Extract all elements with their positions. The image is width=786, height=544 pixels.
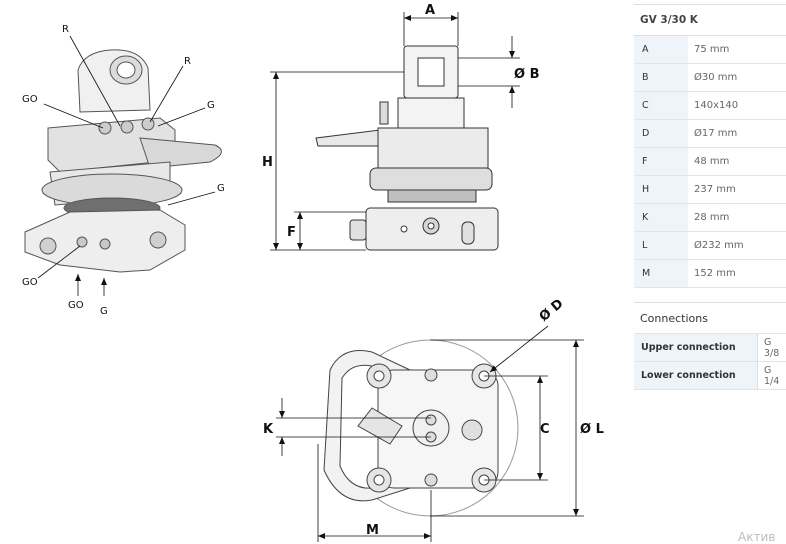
spec-row-value: 75 mm xyxy=(688,35,786,64)
label-g-3: G xyxy=(100,306,108,317)
spec-row-value: Ø17 mm xyxy=(688,119,786,148)
spec-row-value: 28 mm xyxy=(688,203,786,232)
spec-row-key: H xyxy=(634,175,688,204)
label-go-1: GO xyxy=(22,94,38,105)
label-g-1: G xyxy=(207,100,215,111)
connection-row-key: Upper connection xyxy=(634,333,758,362)
label-dimension-a: A xyxy=(425,3,435,18)
spec-row-value: Ø232 mm xyxy=(688,231,786,260)
label-go-3: GO xyxy=(68,300,84,311)
side-elevation-view xyxy=(315,45,499,251)
label-dimension-h: H xyxy=(262,155,273,170)
connection-row-value: G 1/4 xyxy=(757,361,786,390)
isometric-leader-lines xyxy=(37,35,216,296)
label-g-2: G xyxy=(217,183,225,194)
spec-row-value: 237 mm xyxy=(688,175,786,204)
spec-row-value: Ø30 mm xyxy=(688,63,786,92)
label-dimension-k: K xyxy=(263,422,274,437)
top-plan-view xyxy=(323,339,519,517)
connections-title: Connections xyxy=(634,302,786,334)
connection-row-value: G 3/8 xyxy=(757,333,786,362)
spec-row-key: A xyxy=(634,35,688,64)
side-dimension-lines xyxy=(270,12,520,251)
label-dimension-b: Ø B xyxy=(514,67,540,82)
watermark: Актив xyxy=(738,530,776,544)
spec-row-value: 140x140 xyxy=(688,91,786,120)
top-dimension-lines xyxy=(276,325,584,542)
label-dimension-f: F xyxy=(287,225,296,240)
spec-row-key: B xyxy=(634,63,688,92)
connection-row-key: Lower connection xyxy=(634,361,758,390)
spec-row-key: C xyxy=(634,91,688,120)
spec-row-value: 48 mm xyxy=(688,147,786,176)
isometric-rotator-view xyxy=(24,49,222,273)
connections-header: Connections xyxy=(634,302,786,334)
label-r-1: R xyxy=(62,24,69,35)
spec-table-header: GV 3/30 K xyxy=(634,4,786,36)
spec-row-key: K xyxy=(634,203,688,232)
spec-row-value: 152 mm xyxy=(688,259,786,288)
technical-drawing: R R GO G G GO GO G A Ø B H F xyxy=(22,3,604,542)
label-dimension-c: C xyxy=(540,422,550,437)
spec-row-key: L xyxy=(634,231,688,260)
label-r-2: R xyxy=(184,56,191,67)
label-dimension-l: Ø L xyxy=(580,422,604,437)
label-go-2: GO xyxy=(22,277,38,288)
spec-row-key: D xyxy=(634,119,688,148)
spec-row-key: M xyxy=(634,259,688,288)
label-dimension-m: M xyxy=(366,523,379,538)
model-title: GV 3/30 K xyxy=(634,4,786,36)
label-dimension-d: Ø D xyxy=(537,296,567,325)
spec-row-key: F xyxy=(634,147,688,176)
